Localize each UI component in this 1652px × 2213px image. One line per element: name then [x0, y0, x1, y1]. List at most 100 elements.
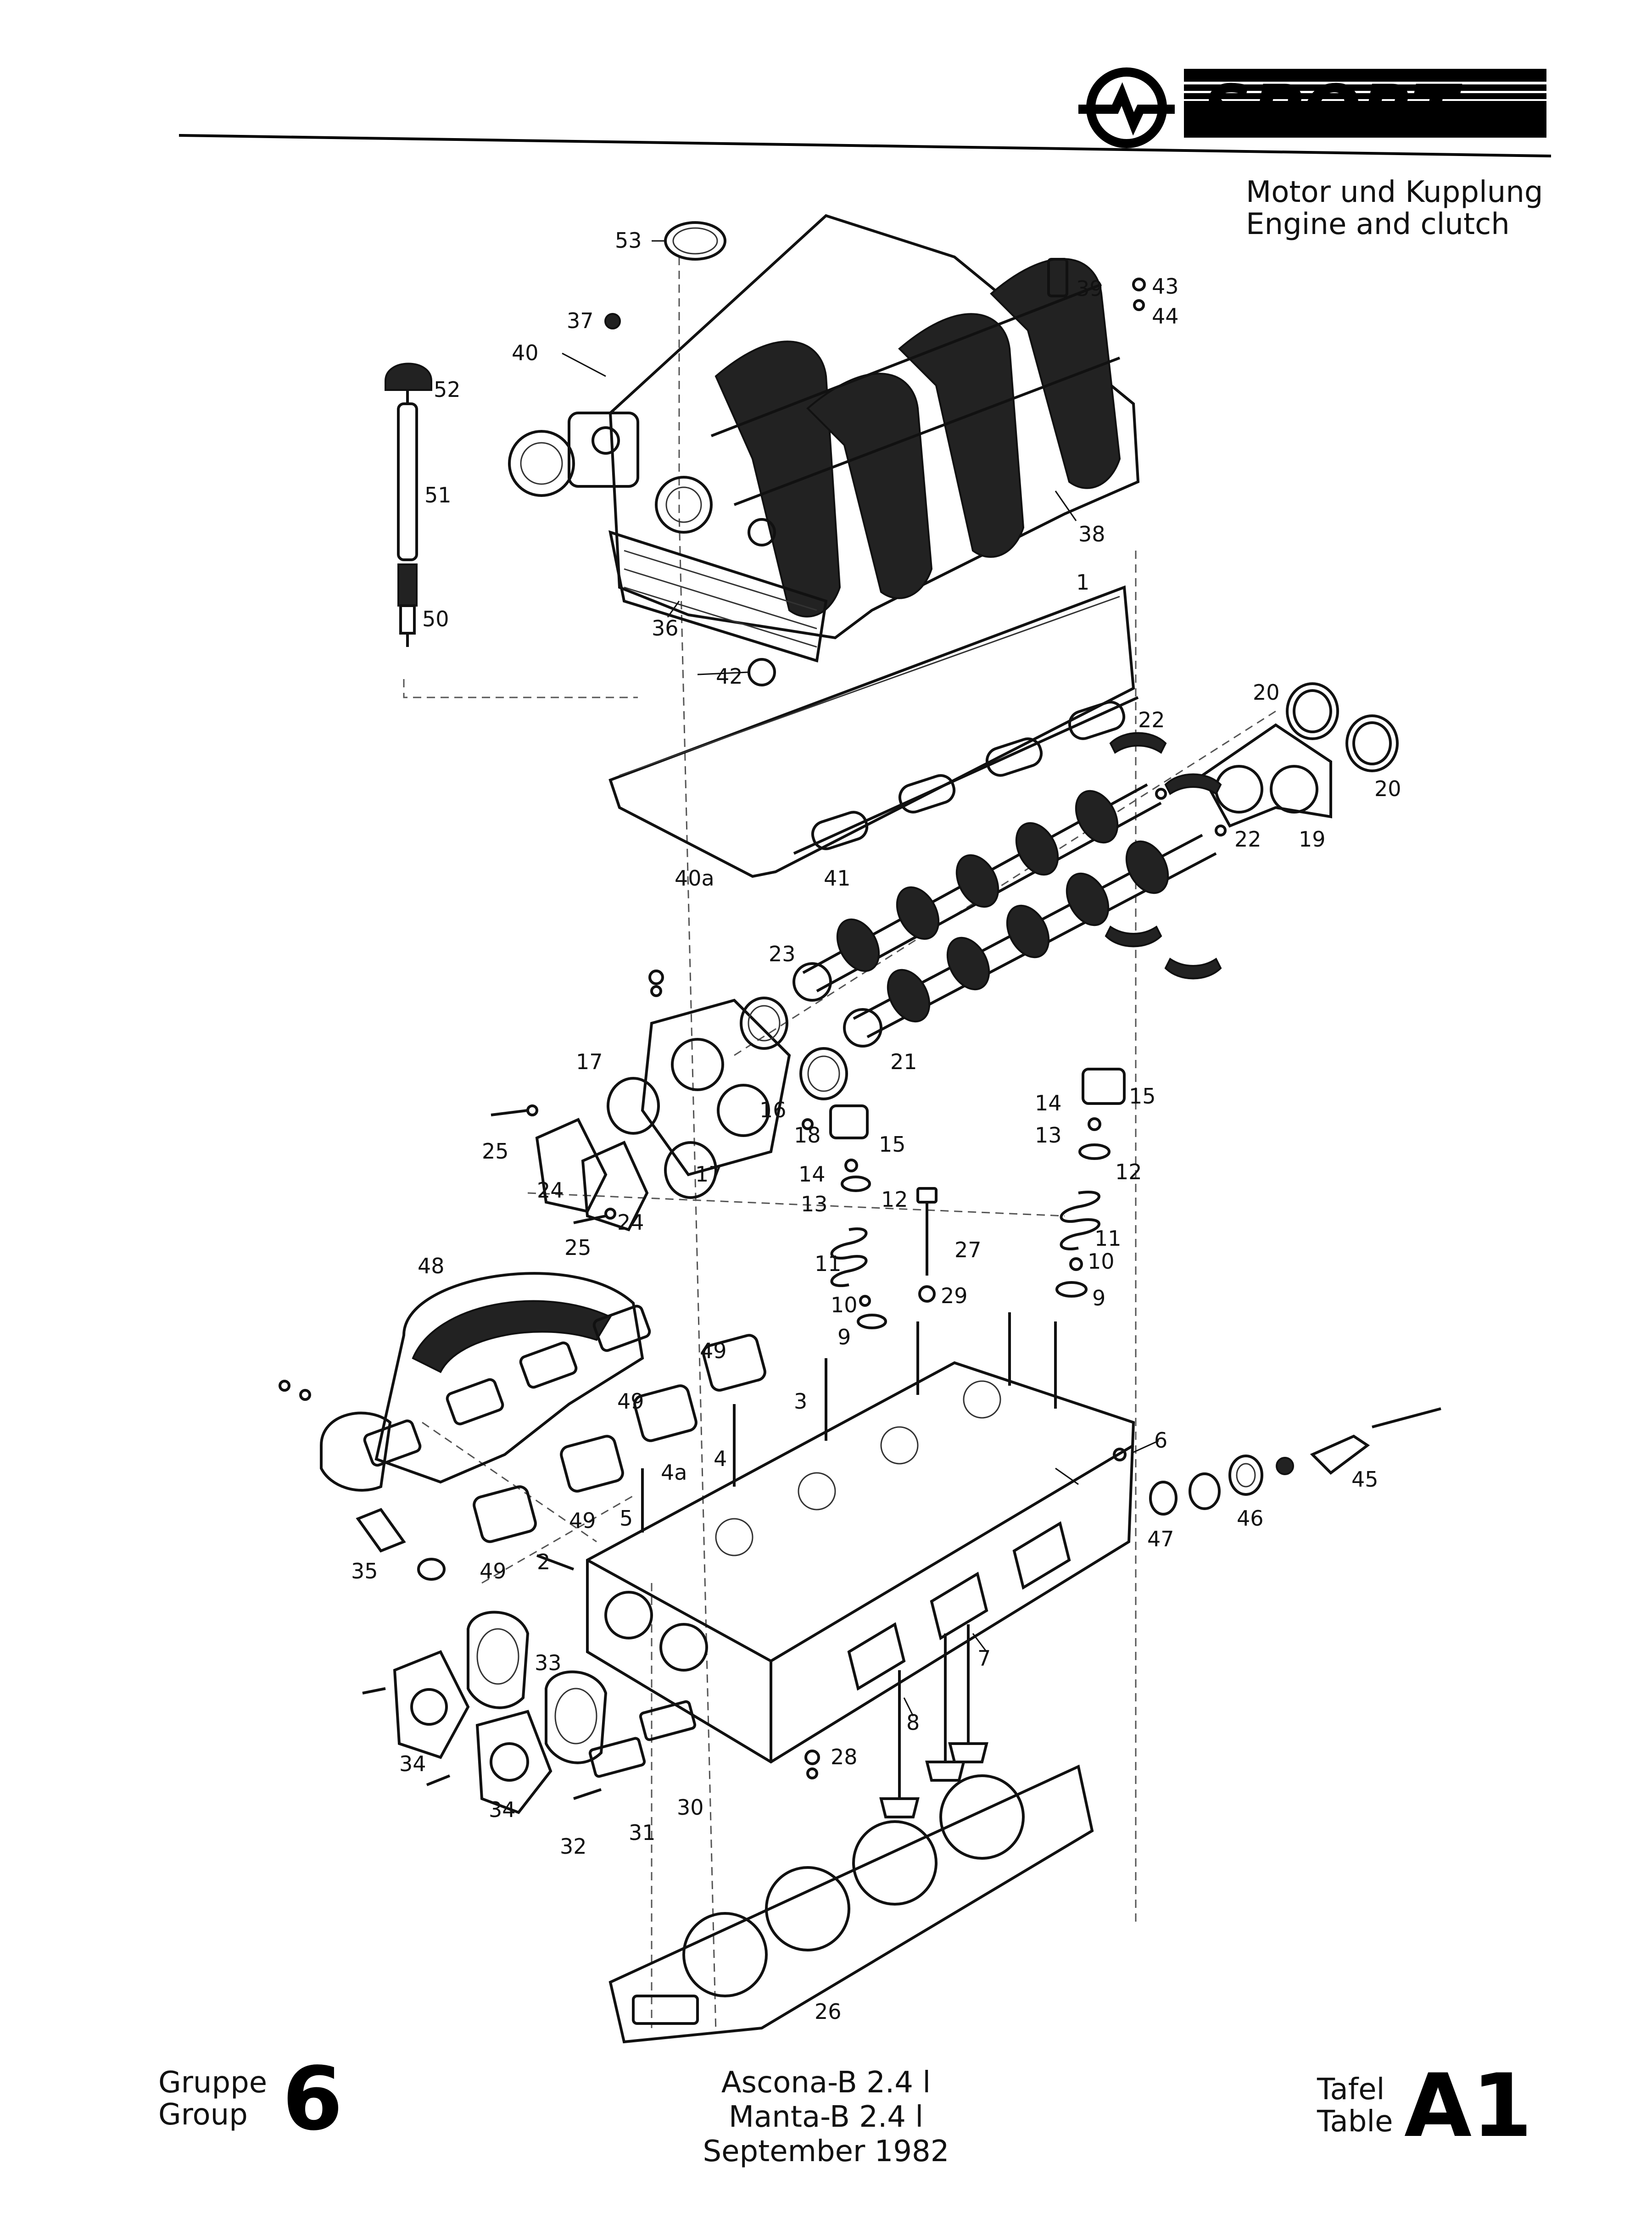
- label-51: 51: [424, 483, 452, 507]
- label-53: 53: [615, 228, 642, 253]
- label-13b: 13: [1035, 1123, 1062, 1148]
- intake-manifold: [608, 214, 1140, 640]
- valve-train-right: [1055, 1068, 1126, 1298]
- spark-plug-assembly: [385, 362, 432, 647]
- label-17a: 17: [576, 1049, 603, 1074]
- label-42: 42: [716, 664, 743, 689]
- cam-end-covers: [491, 1104, 649, 1232]
- label-10b: 10: [1088, 1249, 1115, 1274]
- throttle-body: [508, 412, 639, 497]
- cam-housing-front: [607, 970, 848, 1199]
- label-20b: 20: [1374, 776, 1401, 801]
- valve-train-left: [829, 1104, 887, 1329]
- head-gasket: [608, 1764, 1094, 2044]
- label-8: 8: [906, 1710, 920, 1735]
- label-22b: 22: [1234, 827, 1261, 852]
- label-20a: 20: [1253, 680, 1280, 705]
- label-16: 16: [759, 1098, 787, 1122]
- label-21: 21: [890, 1049, 917, 1074]
- group-number: 6: [282, 2048, 343, 2150]
- label-5: 5: [620, 1506, 633, 1531]
- label-24a: 24: [537, 1178, 564, 1203]
- valves: [879, 1624, 988, 1818]
- right-end-parts: [1113, 1407, 1441, 1516]
- cover-gasket: [608, 585, 1135, 878]
- label-17b: 17: [695, 1162, 722, 1187]
- label-22a: 22: [1138, 708, 1165, 732]
- label-52: 52: [434, 377, 461, 402]
- label-25b: 25: [564, 1235, 592, 1260]
- header-rule: [179, 134, 1552, 157]
- label-29: 29: [941, 1283, 968, 1308]
- label-31: 31: [629, 1820, 656, 1845]
- label-24b: 24: [617, 1210, 644, 1235]
- label-32: 32: [560, 1834, 587, 1859]
- label-49c: 49: [569, 1508, 596, 1533]
- label-27: 27: [954, 1237, 982, 1262]
- label-19: 19: [1299, 827, 1326, 852]
- label-11a: 11: [815, 1251, 842, 1276]
- header: SPORT Motor und Kupplung Engine and clut…: [179, 67, 1552, 241]
- label-2: 2: [537, 1550, 550, 1574]
- label-6: 6: [1154, 1428, 1167, 1453]
- label-1: 1: [1076, 570, 1089, 595]
- exhaust-manifold: [279, 1272, 651, 1492]
- model-2: Manta-B 2.4 l: [729, 2100, 923, 2134]
- label-48: 48: [418, 1254, 445, 1278]
- cam-bearings: [1105, 682, 1399, 980]
- assembly-axes: [403, 257, 1276, 2033]
- label-26: 26: [815, 1999, 842, 2024]
- footer: Gruppe Group 6 Ascona-B 2.4 l Manta-B 2.…: [158, 2048, 1532, 2168]
- label-49d: 49: [480, 1559, 507, 1583]
- head-bolt: [916, 1187, 938, 1303]
- label-40: 40: [512, 340, 539, 365]
- label-15a: 15: [879, 1132, 906, 1157]
- label-10a: 10: [831, 1293, 858, 1317]
- label-40a: 40a: [675, 866, 714, 891]
- issue-date: September 1982: [703, 2135, 949, 2168]
- label-41: 41: [824, 866, 851, 891]
- label-49a: 49: [700, 1338, 727, 1363]
- label-4a: 4a: [661, 1460, 687, 1485]
- valve-cover: [608, 530, 828, 663]
- label-3: 3: [794, 1389, 807, 1414]
- label-28: 28: [831, 1745, 858, 1769]
- opel-logo: [1078, 67, 1175, 148]
- group-label-en: Group: [158, 2098, 248, 2132]
- label-34b: 34: [489, 1797, 516, 1822]
- label-43: 43: [1152, 274, 1179, 299]
- leader-lines: [562, 240, 1159, 1717]
- label-12b: 12: [1115, 1159, 1142, 1184]
- title-en: Engine and clutch: [1246, 207, 1510, 241]
- small-parts-top: [604, 221, 1146, 686]
- cylinder-head: [586, 1312, 1135, 1764]
- label-36: 36: [652, 616, 679, 641]
- table-label-en: Table: [1317, 2105, 1393, 2139]
- label-35: 35: [351, 1559, 378, 1583]
- table-number: A1: [1404, 2055, 1532, 2157]
- label-44: 44: [1152, 304, 1179, 329]
- title-de: Motor und Kupplung: [1246, 175, 1543, 209]
- part-labels: 1 2 3 4 4a 5 6 7 8 9 10 11 12 13 14 15 9…: [351, 228, 1401, 2024]
- label-47: 47: [1147, 1527, 1174, 1551]
- label-11b: 11: [1094, 1226, 1122, 1251]
- left-end-parts: [356, 1508, 820, 1814]
- label-7: 7: [977, 1646, 991, 1671]
- brand-text: SPORT: [1202, 71, 1462, 151]
- label-46: 46: [1237, 1506, 1264, 1531]
- label-50: 50: [422, 607, 449, 631]
- label-49b: 49: [617, 1389, 644, 1414]
- label-38: 38: [1078, 522, 1105, 546]
- group-label-de: Gruppe: [158, 2066, 267, 2100]
- label-37: 37: [567, 308, 594, 333]
- label-23: 23: [769, 942, 796, 966]
- label-4: 4: [714, 1446, 727, 1471]
- label-34a: 34: [399, 1751, 426, 1776]
- model-1: Ascona-B 2.4 l: [721, 2066, 931, 2100]
- label-25a: 25: [482, 1139, 509, 1164]
- label-9b: 9: [1092, 1286, 1105, 1310]
- intake-gasket: [793, 696, 1139, 855]
- label-14a: 14: [798, 1162, 826, 1187]
- label-18: 18: [794, 1123, 821, 1148]
